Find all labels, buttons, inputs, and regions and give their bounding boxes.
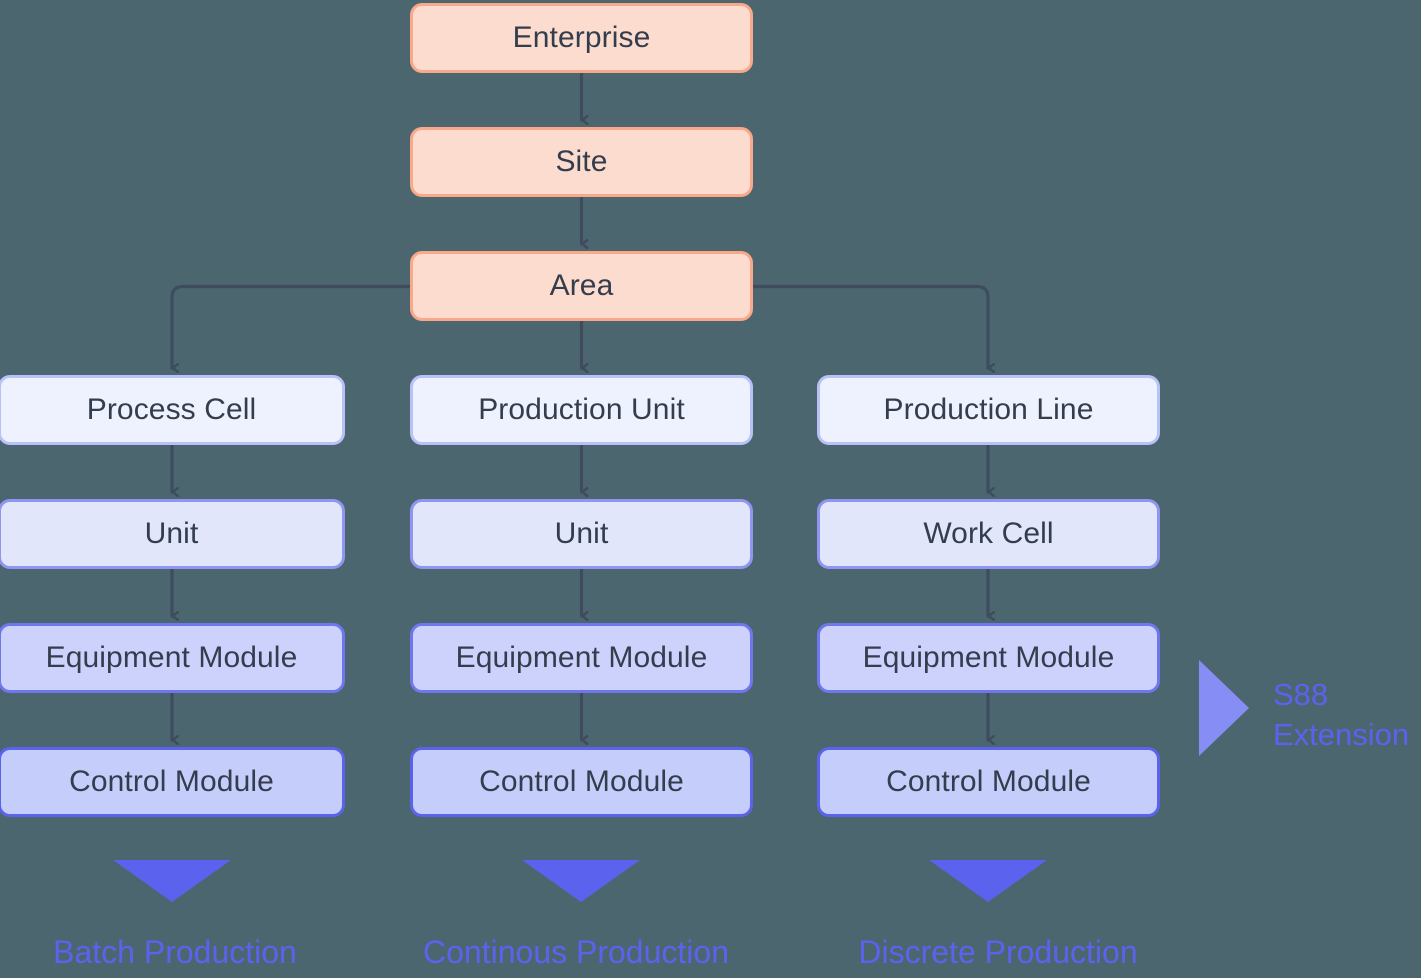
node-discrete-control-module[interactable]: Control Module [817,747,1160,817]
node-discrete-control-module-label: Control Module [886,765,1091,798]
node-area[interactable]: Area [410,251,753,321]
node-discrete-equipment-module[interactable]: Equipment Module [817,623,1160,693]
node-site[interactable]: Site [410,127,753,197]
node-production-unit-label: Production Unit [478,393,685,426]
arrow-area-process-cell [170,284,412,369]
node-site-label: Site [555,145,608,178]
batch-production-arrow-icon [113,860,231,902]
s88-extension-line1: S88 [1273,677,1329,712]
node-discrete-equipment-module-label: Equipment Module [862,641,1115,674]
node-batch-control-module-label: Control Module [69,765,274,798]
continuous-production-arrow-icon [522,860,640,902]
node-production-line-label: Production Line [883,393,1094,426]
node-production-line[interactable]: Production Line [817,375,1160,445]
node-work-cell-label: Work Cell [923,517,1054,550]
node-enterprise[interactable]: Enterprise [410,3,753,73]
node-continuous-equipment-module[interactable]: Equipment Module [410,623,753,693]
node-process-cell[interactable]: Process Cell [0,375,345,445]
node-work-cell[interactable]: Work Cell [817,499,1160,569]
discrete-production-arrow-icon [929,860,1047,902]
node-continuous-unit-label: Unit [554,517,609,550]
node-production-unit[interactable]: Production Unit [410,375,753,445]
node-continuous-control-module[interactable]: Control Module [410,747,753,817]
node-batch-equipment-module-label: Equipment Module [45,641,298,674]
s88-extension-label: S88 Extension [1273,675,1409,754]
node-process-cell-label: Process Cell [86,393,257,426]
caption-discrete-production: Discrete Production [858,934,1138,970]
node-continuous-equipment-module-label: Equipment Module [455,641,708,674]
node-continuous-unit[interactable]: Unit [410,499,753,569]
node-batch-equipment-module[interactable]: Equipment Module [0,623,345,693]
node-continuous-control-module-label: Control Module [479,765,684,798]
arrow-area-production-line [751,284,988,369]
s88-extension-line2: Extension [1273,716,1410,752]
node-enterprise-label: Enterprise [512,21,651,54]
caption-continuous-production: Continous Production [423,934,729,970]
caption-batch-production: Batch Production [53,934,297,970]
node-batch-control-module[interactable]: Control Module [0,747,345,817]
node-area-label: Area [549,269,614,302]
node-batch-unit-label: Unit [144,517,199,550]
s88-extension-arrow-icon [1199,660,1249,756]
node-batch-unit[interactable]: Unit [0,499,345,569]
